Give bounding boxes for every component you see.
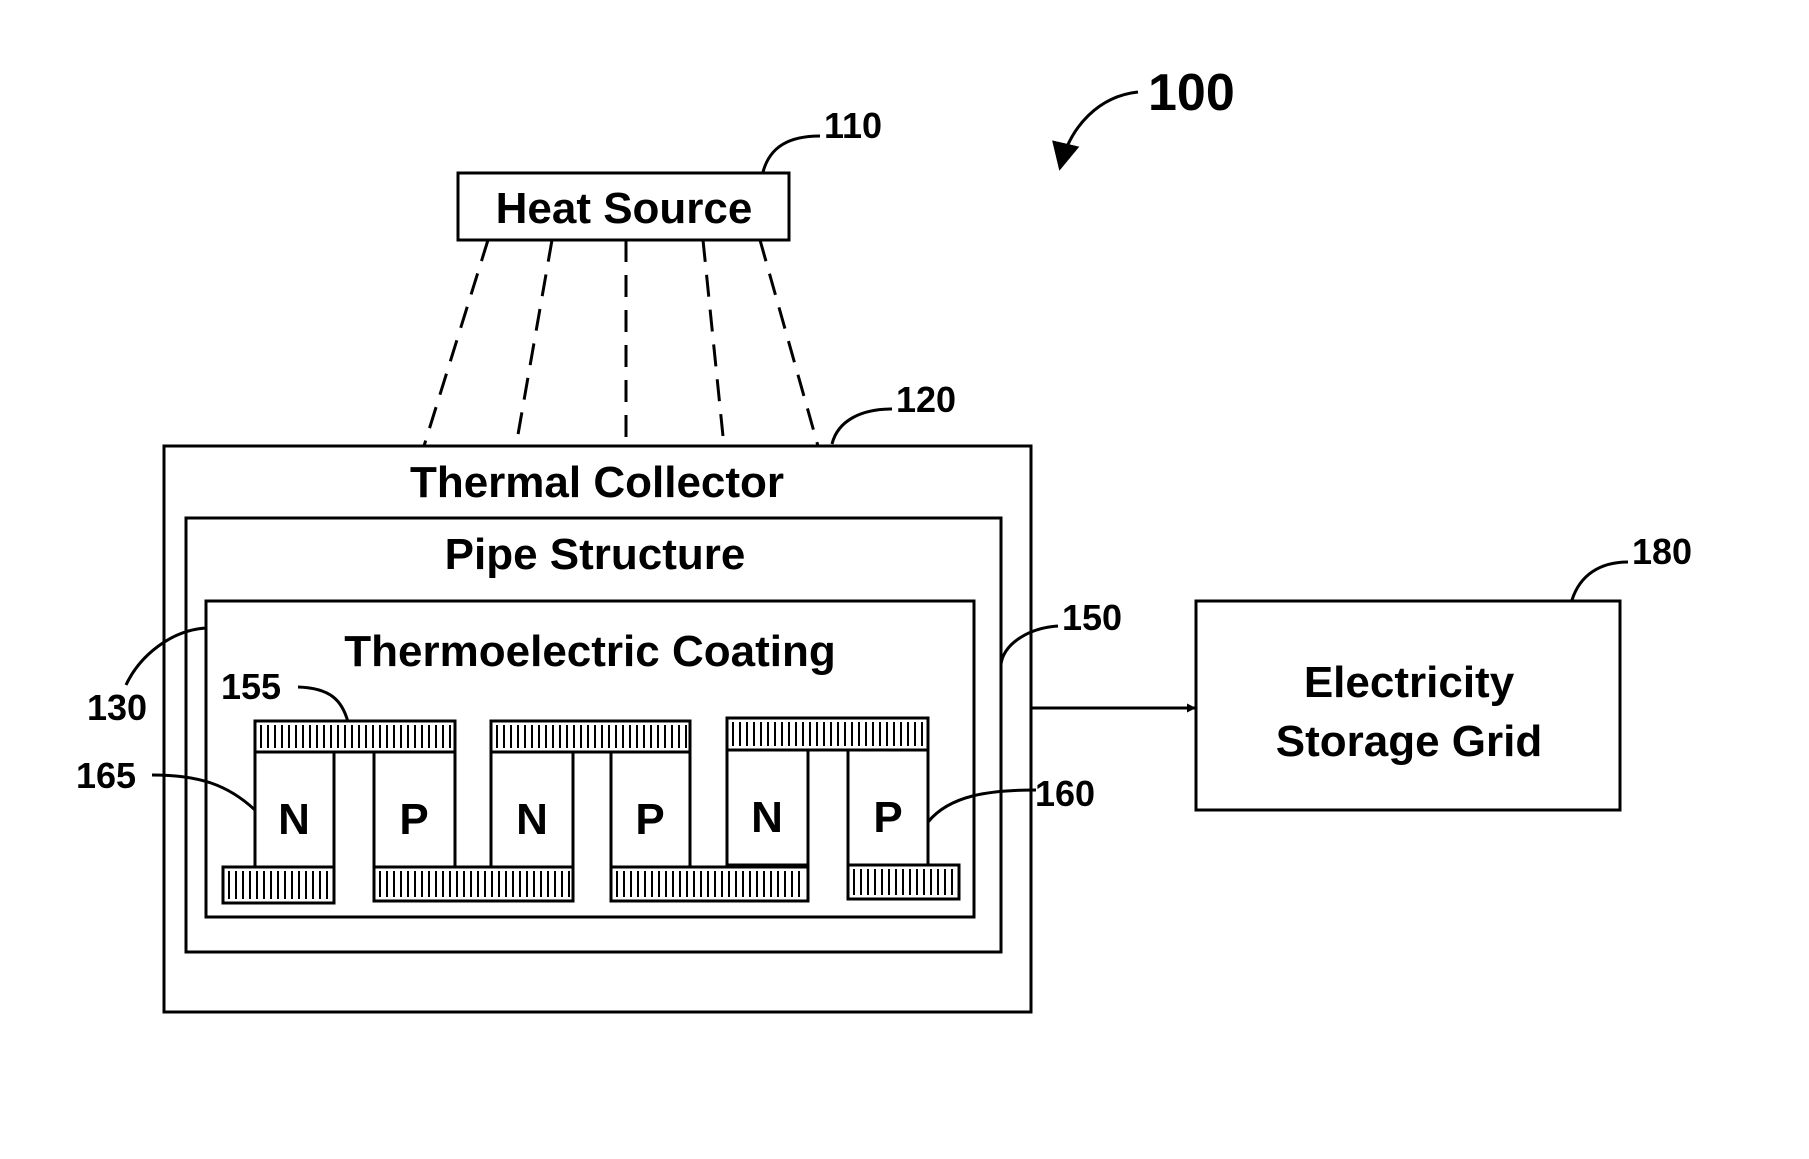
bottom-conductor	[848, 865, 959, 899]
semiconductor-n: N	[727, 750, 808, 865]
svg-text:N: N	[516, 795, 548, 844]
bottom-conductor	[611, 867, 808, 901]
heat-ray	[760, 240, 818, 446]
thermal-collector-leader	[832, 409, 892, 444]
semiconductor-n: N	[491, 752, 573, 867]
svg-text:P: P	[635, 795, 664, 844]
thermoelectric-coating-ref: 130	[87, 687, 147, 728]
heat-ray	[424, 240, 488, 446]
heat-rays	[424, 240, 818, 446]
heat-ray	[703, 240, 724, 446]
svg-text:N: N	[751, 793, 783, 842]
svg-text:P: P	[873, 793, 902, 842]
pipe-structure-ref: 150	[1062, 597, 1122, 638]
bottom-conductor	[223, 867, 334, 903]
heat-source-ref: 110	[824, 105, 882, 146]
thermal-collector-label: Thermal Collector	[410, 458, 784, 507]
top-conductor	[255, 721, 455, 752]
storage-grid-ref: 180	[1632, 531, 1692, 572]
thermal-collector-ref: 120	[896, 379, 956, 420]
pipe-structure-label: Pipe Structure	[445, 530, 746, 579]
svg-text:N: N	[278, 795, 310, 844]
top-conductor-ref: 155	[221, 666, 281, 707]
semiconductor-n: N	[255, 752, 334, 867]
heat-source-leader	[763, 136, 820, 172]
heat-source-label: Heat Source	[496, 184, 753, 233]
thermoelectric-coating-label: Thermoelectric Coating	[344, 627, 835, 676]
storage-grid-label-line2: Storage Grid	[1276, 717, 1543, 766]
figure-number: 100	[1148, 64, 1235, 122]
semiconductor-p: P	[374, 752, 455, 867]
heat-ray	[516, 240, 552, 446]
storage-grid-label-line1: Electricity	[1304, 658, 1515, 707]
pn-element-ref: 160	[1035, 773, 1095, 814]
bottom-conductor	[374, 867, 573, 901]
figure-arrow	[1060, 92, 1138, 168]
top-conductor	[727, 718, 928, 750]
semiconductor-p: P	[611, 752, 690, 867]
bottom-conductor-ref: 165	[76, 755, 136, 796]
storage-grid-leader	[1572, 562, 1628, 600]
svg-text:P: P	[399, 795, 428, 844]
semiconductor-p: P	[848, 750, 928, 865]
top-conductor	[491, 721, 690, 752]
